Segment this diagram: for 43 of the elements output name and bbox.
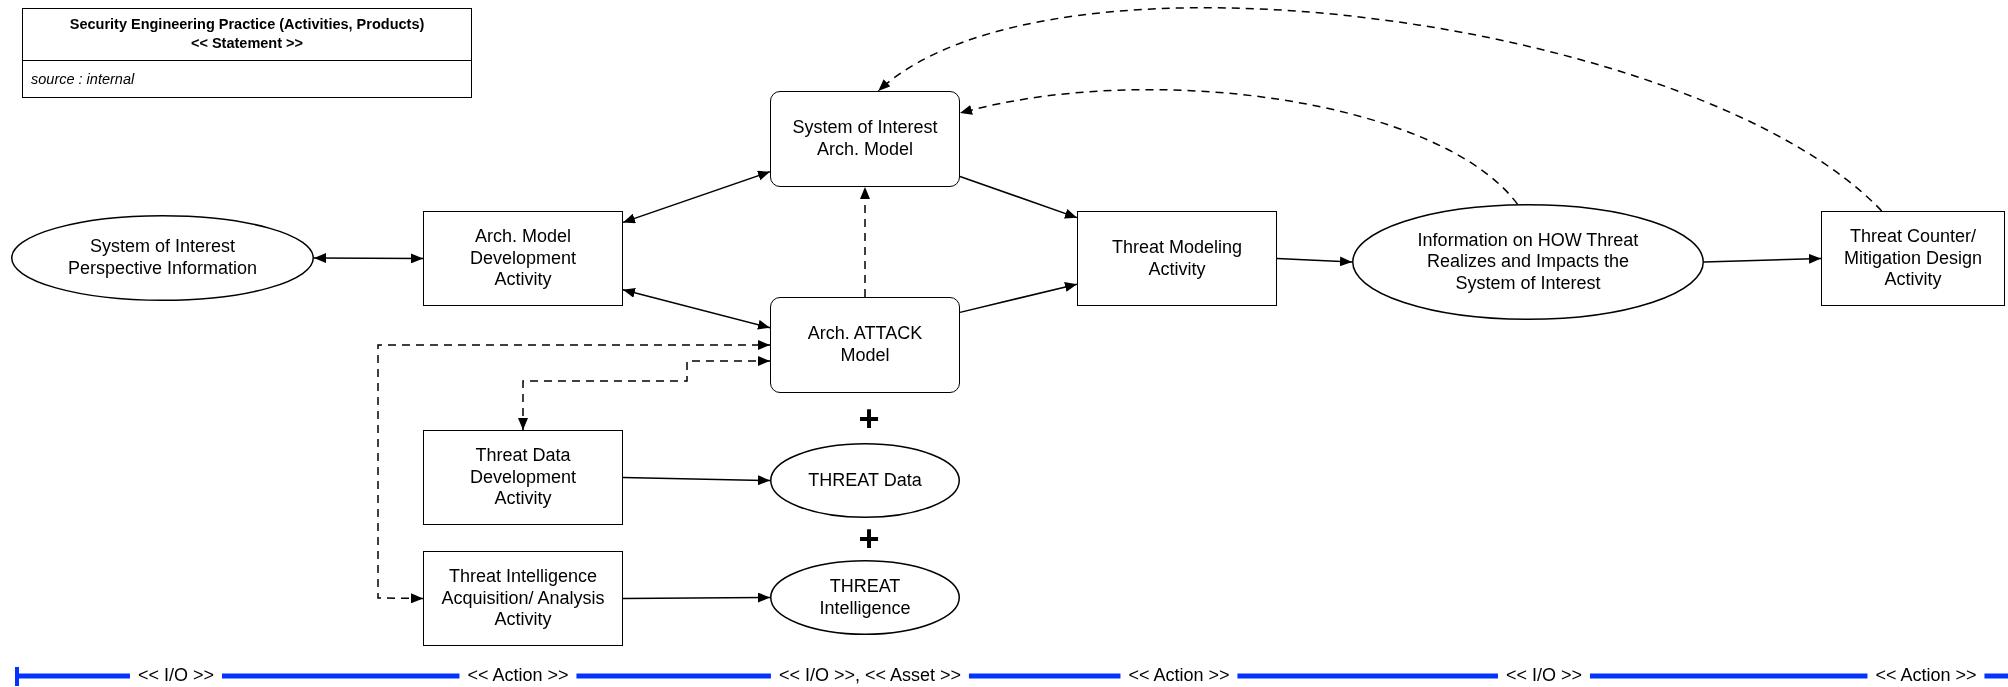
arrow [313, 253, 424, 264]
info-ellipse [770, 560, 960, 635]
activity-box [423, 551, 623, 646]
arrow [622, 170, 771, 224]
dashed-arrow [377, 340, 771, 604]
plus-sign: + [858, 399, 880, 439]
arrow [959, 175, 1078, 219]
dashed-arrow [860, 186, 870, 298]
node-label: THREAT Intelligence [818, 575, 912, 620]
model-box [770, 91, 960, 187]
info-ellipse [11, 215, 314, 301]
node-label: Information on HOW Threat Realizes and Impacts the System of Interest [1416, 229, 1640, 295]
info-ellipse [770, 443, 960, 518]
dashed-arrow [877, 7, 1883, 212]
stereotype-label: << Statement >> [190, 33, 304, 53]
node-label: Threat Modeling Activity [1110, 236, 1244, 281]
node-label: Threat Intelligence Acquisition/ Analysis Activity [441, 566, 605, 631]
node-label: Arch. ATTACK Model [806, 323, 924, 367]
node-label: System of Interest Perspective Information [66, 236, 259, 280]
node-label: Threat Data Development Activity [468, 445, 578, 510]
node-label: System of Interest Arch. Model [791, 117, 939, 161]
activity-box [423, 211, 623, 306]
info-ellipse [1352, 204, 1704, 320]
arrow [1276, 256, 1353, 267]
activity-box [423, 430, 623, 525]
statement-box [22, 8, 472, 98]
plus-sign: + [858, 519, 880, 559]
activity-box [1821, 211, 2005, 306]
arrow [622, 288, 771, 330]
dashed-arrow [959, 89, 1519, 205]
node-label: Threat Counter/ Mitigation Design Activity [1842, 226, 1984, 291]
statement-title: Security Engineering Practice (Activities, Products) [68, 15, 426, 34]
arrow [1703, 253, 1822, 264]
model-box [770, 297, 960, 393]
arrow [622, 592, 771, 603]
stereotype-label: << I/O >>, << Asset >> [770, 666, 970, 686]
arrow [959, 282, 1078, 314]
statement-note: source : internal [31, 70, 135, 87]
activity-box [1077, 211, 1277, 306]
node-label: THREAT Data [807, 469, 923, 492]
arrow [622, 475, 771, 486]
node-label: Arch. Model Development Activity [468, 226, 578, 291]
dashed-arrow [518, 356, 771, 431]
